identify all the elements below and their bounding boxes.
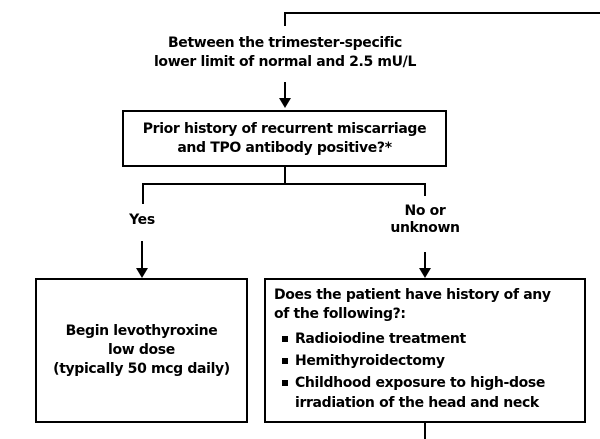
- branch-no-label: No or unknown: [380, 203, 470, 237]
- bullet-square-icon: [282, 380, 288, 386]
- branch-yes-label: Yes: [129, 212, 155, 228]
- connector-yes-stub: [142, 183, 144, 204]
- connector-top-horizontal: [284, 12, 600, 14]
- yes-outcome-box: Begin levothyroxine low dose (typically …: [35, 278, 248, 423]
- list-item: Childhood exposure to high-dose irradiat…: [282, 373, 576, 413]
- bullet-text: Hemithyroidectomy: [295, 353, 445, 369]
- decision-box: Prior history of recurrent miscarriage a…: [122, 110, 447, 167]
- no-outcome-intro-line1: Does the patient have history of any: [274, 287, 551, 303]
- yes-outcome-line2: low dose: [108, 342, 175, 358]
- connector-branch-horizontal: [142, 183, 426, 185]
- yes-outcome-line3: (typically 50 mcg daily): [53, 361, 230, 377]
- connector-bottom-stub: [424, 422, 426, 439]
- bullet-square-icon: [282, 336, 288, 342]
- no-outcome-bullet-list: Radioiodine treatment Hemithyroidectomy …: [274, 329, 576, 413]
- connector-no-stub: [424, 183, 426, 196]
- branch-no-label-line2: unknown: [390, 220, 460, 236]
- connector-no-arrow-line: [424, 252, 426, 268]
- no-outcome-box: Does the patient have history of any of …: [264, 278, 586, 423]
- connector-entry-arrow-line: [284, 82, 286, 98]
- arrow-down-icon: [136, 268, 148, 278]
- entry-condition-line1: Between the trimester-specific: [167, 35, 402, 51]
- decision-line2: and TPO antibody positive?*: [177, 139, 392, 156]
- arrow-down-icon: [279, 98, 291, 108]
- connector-decision-down: [284, 166, 286, 184]
- entry-condition-label: Between the trimester-specific lower lim…: [85, 34, 485, 72]
- arrow-down-icon: [419, 268, 431, 278]
- connector-top-stub: [284, 12, 286, 26]
- bullet-text: Childhood exposure to high-dose irradiat…: [295, 375, 546, 411]
- entry-condition-line2: lower limit of normal and 2.5 mU/L: [153, 54, 417, 70]
- list-item: Radioiodine treatment: [282, 329, 576, 349]
- no-outcome-intro-line2: of the following?:: [274, 306, 406, 322]
- yes-outcome-line1: Begin levothyroxine: [65, 323, 218, 339]
- connector-yes-arrow-line: [141, 241, 143, 268]
- bullet-text: Radioiodine treatment: [295, 331, 466, 347]
- bullet-square-icon: [282, 358, 288, 364]
- list-item: Hemithyroidectomy: [282, 351, 576, 371]
- decision-line1: Prior history of recurrent miscarriage: [142, 120, 427, 137]
- branch-no-label-line1: No or: [404, 203, 446, 219]
